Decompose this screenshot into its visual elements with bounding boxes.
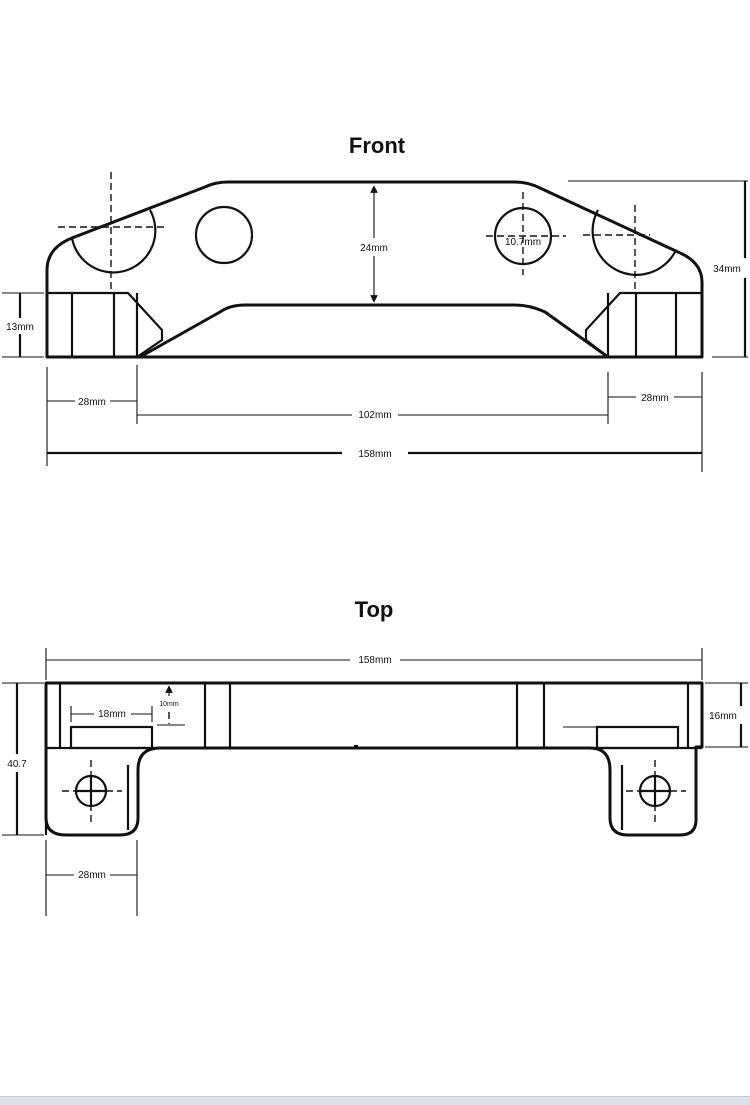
right-foot-block xyxy=(584,291,702,358)
dim-center-height: 24mm xyxy=(360,243,388,254)
front-arch xyxy=(138,303,610,359)
front-view-title: Front xyxy=(349,133,406,158)
top-view: Top 158mm 18mm xyxy=(2,597,748,916)
dim-hole-diameter: 10.7mm xyxy=(505,237,541,248)
left-bolt-arc xyxy=(70,209,157,274)
dim-inner-span: 102mm xyxy=(358,410,391,421)
dim-bar-depth: 16mm xyxy=(709,711,737,722)
left-tab xyxy=(69,725,154,750)
top-view-title: Top xyxy=(355,597,394,622)
dim-total-length: 158mm xyxy=(358,449,391,460)
window-bottom-edge xyxy=(0,1096,750,1105)
dim-top-depth: 40.7 xyxy=(7,759,27,770)
dim-left-foot-width: 28mm xyxy=(78,397,106,408)
dim-tab-width: 18mm xyxy=(98,709,126,720)
right-bolt-crosshair xyxy=(626,760,686,822)
dim-tab-depth: 10mm xyxy=(159,701,179,708)
right-bolt-arc xyxy=(591,209,676,276)
front-outline xyxy=(45,180,704,359)
front-view: Front 10.7mm xyxy=(2,133,748,472)
top-outline xyxy=(44,681,704,837)
dim-right-foot-width: 28mm xyxy=(641,393,669,404)
right-tab xyxy=(595,725,680,750)
left-hole xyxy=(194,205,254,265)
left-foot-block xyxy=(47,291,164,358)
dim-total-height: 34mm xyxy=(713,264,741,275)
left-bolt-crosshair xyxy=(62,760,122,822)
dim-top-total-length: 158mm xyxy=(358,655,391,666)
dim-foot-height: 13mm xyxy=(6,322,34,333)
dim-top-foot-width: 28mm xyxy=(78,870,106,881)
